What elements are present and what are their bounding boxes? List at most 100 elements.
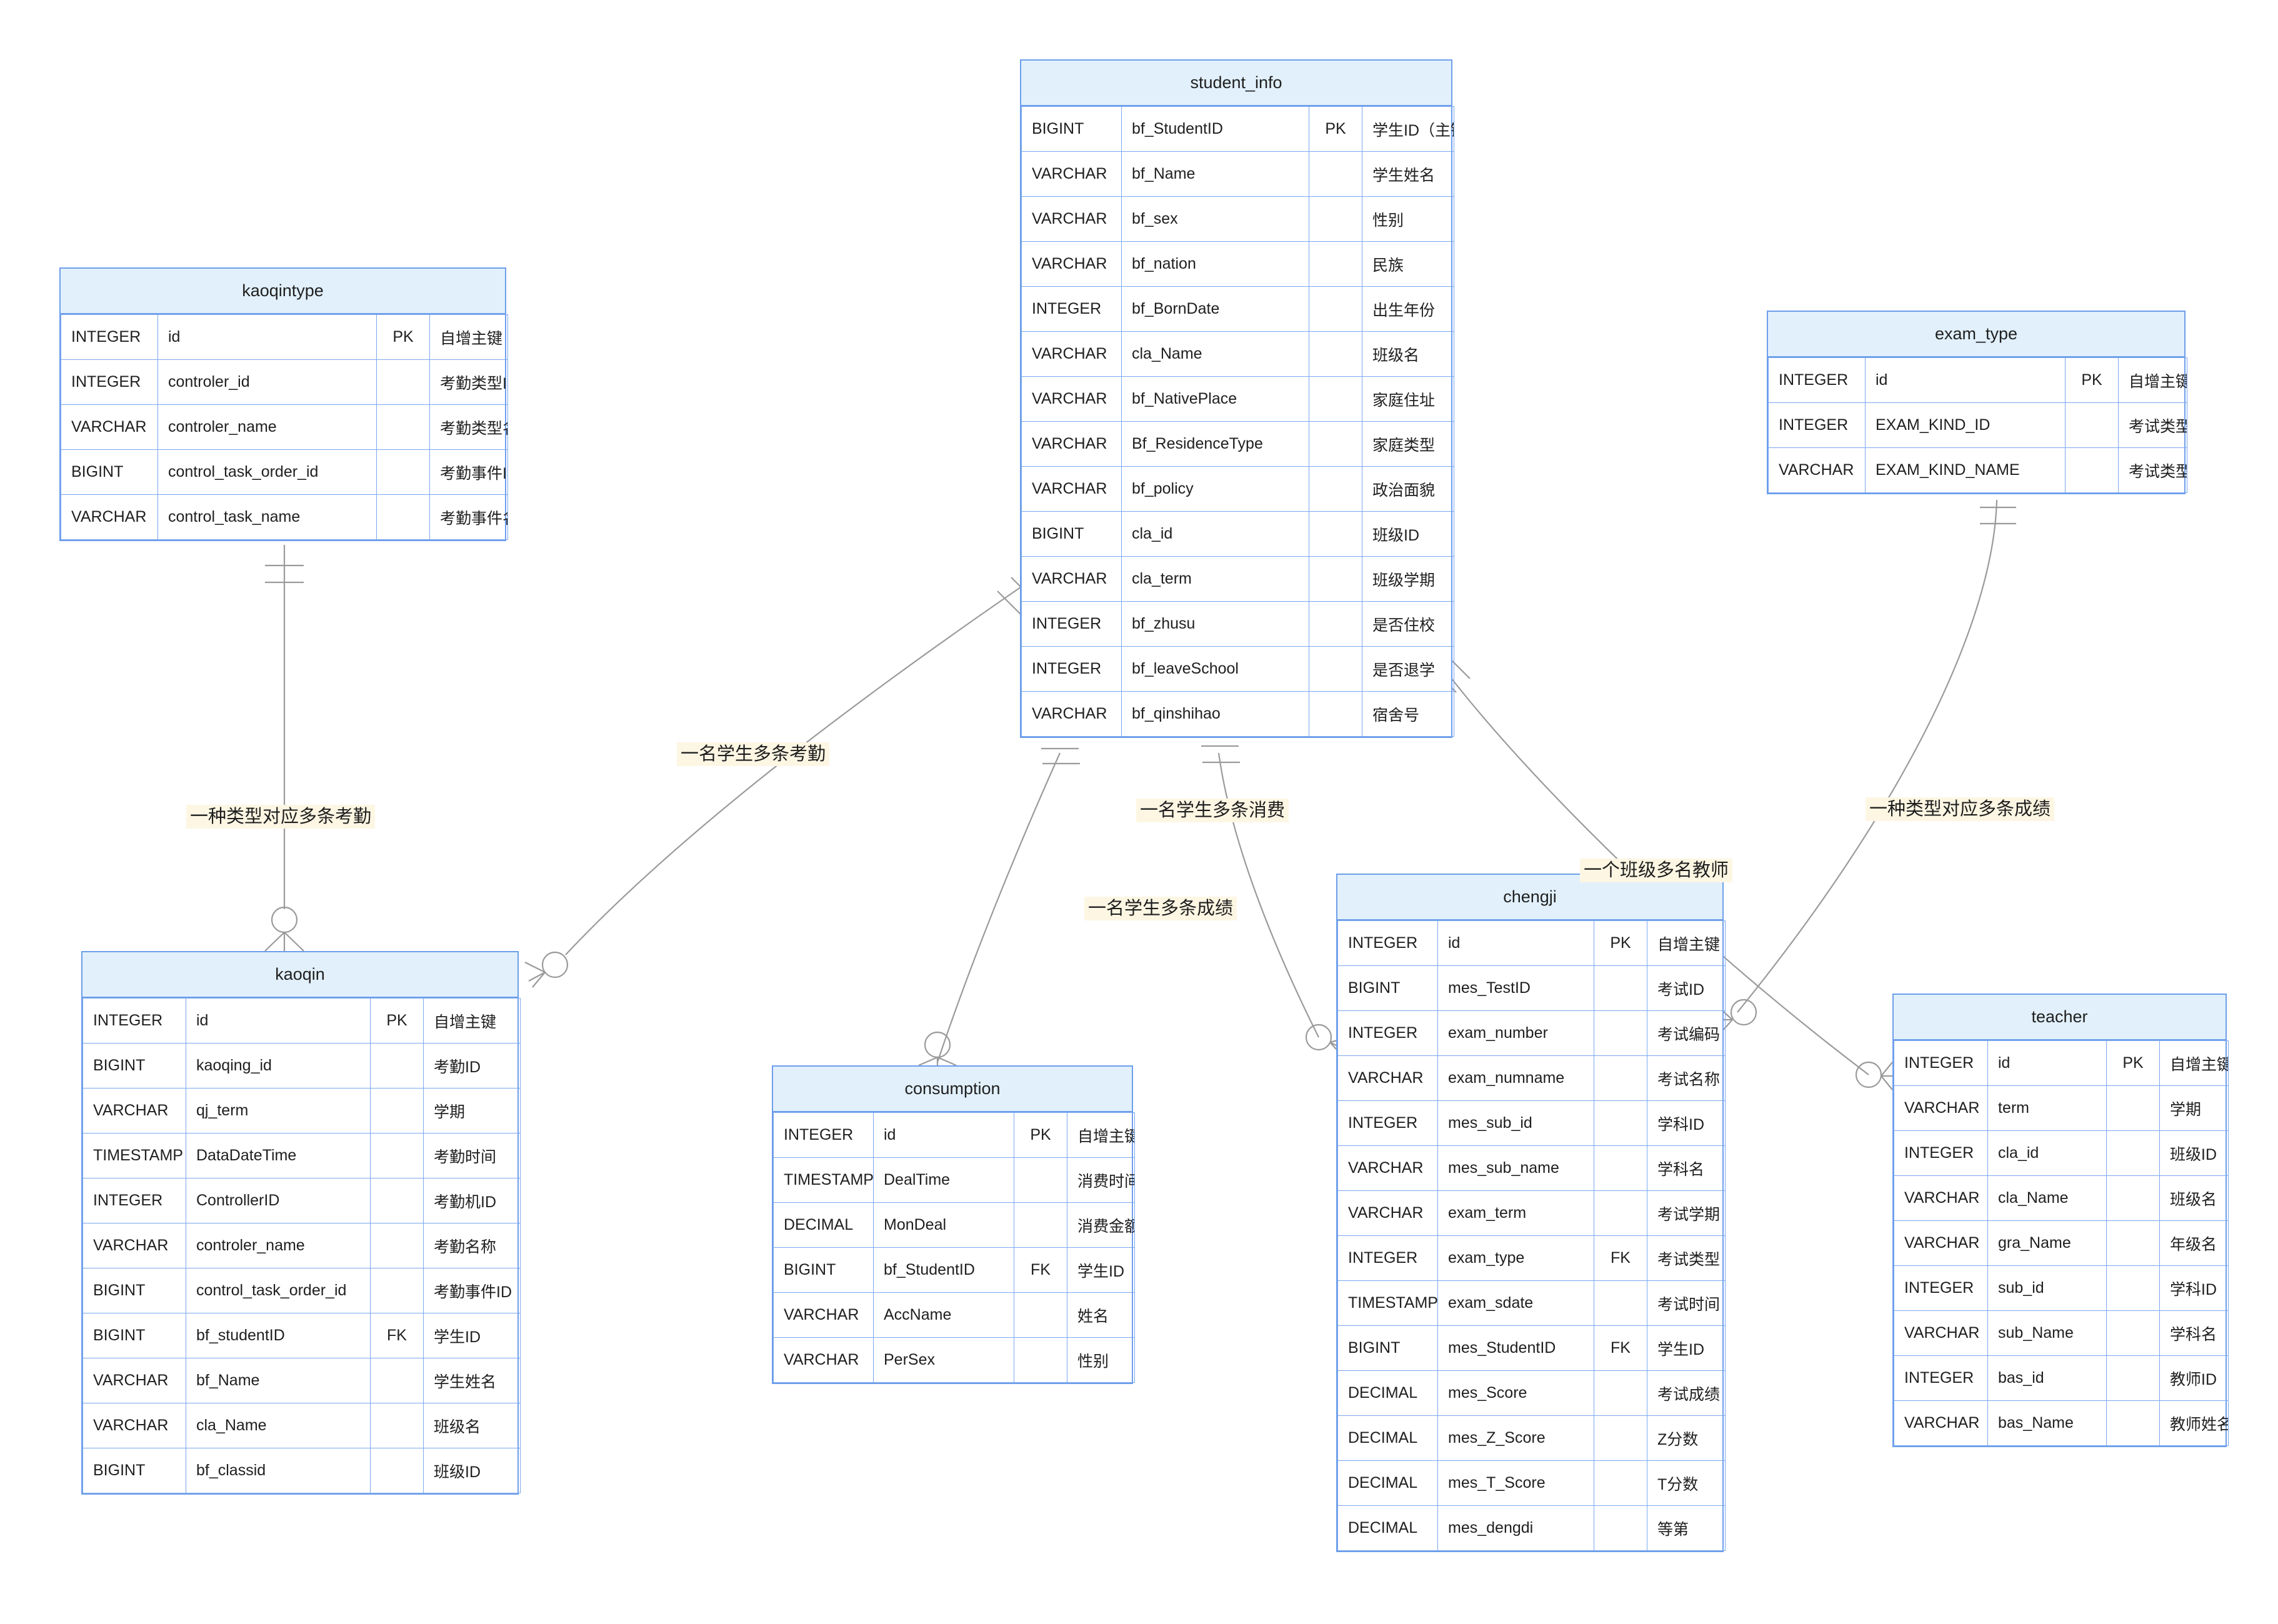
attribute-comment: 学期 <box>2159 1085 2229 1131</box>
attribute-comment: 学科ID <box>1647 1100 1726 1146</box>
attribute-comment: 考试ID <box>1647 965 1726 1011</box>
attribute-name: bf_zhusu <box>1121 601 1309 647</box>
attribute-comment: 学科名 <box>1647 1145 1726 1191</box>
entity-title-exam_type: exam_type <box>1768 312 2184 357</box>
attribute-comment: 学生ID <box>1067 1247 1135 1293</box>
attribute-type: VARCHAR <box>1894 1220 1988 1266</box>
attribute-comment: 政治面貌 <box>1362 466 1454 512</box>
attribute-name: bf_Name <box>186 1358 371 1403</box>
attribute-key <box>1309 196 1362 242</box>
attribute-key <box>1309 646 1362 692</box>
attribute-key: PK <box>1014 1112 1067 1158</box>
attribute-name: mes_sub_name <box>1437 1145 1594 1191</box>
attribute-key <box>376 494 430 540</box>
attribute-type: VARCHAR <box>1021 466 1122 512</box>
attribute-type: VARCHAR <box>1021 331 1122 377</box>
entity-student_info[interactable]: student_infoBIGINTbf_StudentIDPK学生ID（主键）… <box>1020 59 1454 738</box>
attribute-type: VARCHAR <box>1894 1310 1988 1356</box>
attribute-key <box>1594 1370 1647 1416</box>
attribute-key: PK <box>1309 106 1362 152</box>
attribute-type: VARCHAR <box>1021 556 1122 602</box>
attribute-type: VARCHAR <box>1021 151 1122 197</box>
attribute-type: TIMESTAMP <box>82 1133 186 1178</box>
attribute-type: INTEGER <box>1894 1265 1988 1311</box>
attribute-key <box>2106 1355 2160 1401</box>
attribute-type: VARCHAR <box>1021 376 1122 422</box>
attribute-name: bf_nation <box>1121 241 1309 287</box>
attribute-comment: 自增主键 <box>2159 1040 2229 1086</box>
attribute-key: FK <box>1014 1247 1067 1293</box>
attribute-type: VARCHAR <box>773 1292 874 1338</box>
relationship-label-student-kaoqin: 一名学生多条考勤 <box>677 742 830 767</box>
